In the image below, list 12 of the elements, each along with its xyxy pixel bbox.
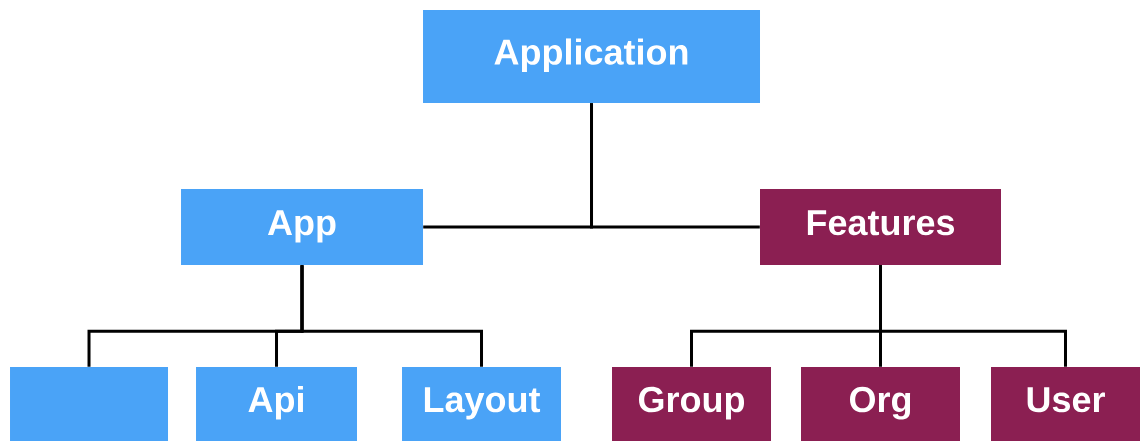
process-box: App — [181, 189, 423, 265]
box — [10, 367, 168, 441]
process-box: Org — [801, 367, 960, 441]
process-box: Layout — [402, 367, 561, 441]
process-box: Features — [760, 189, 1001, 265]
connector-line — [300, 265, 483, 367]
process-box: Application — [423, 10, 760, 103]
process-box: Api — [196, 367, 357, 441]
connector-line — [879, 265, 1067, 367]
process-box: Group — [612, 367, 771, 441]
process-box: User — [991, 367, 1140, 441]
connector-line — [590, 103, 760, 229]
